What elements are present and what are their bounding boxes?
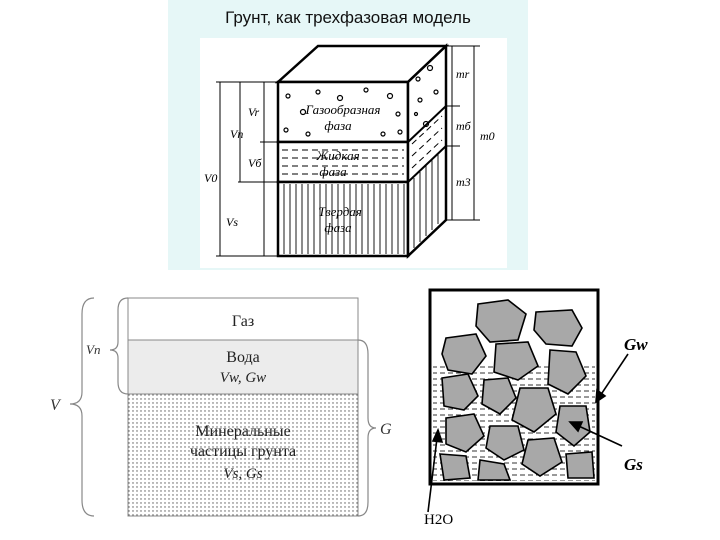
h2o-arrow: [427, 429, 439, 513]
g-label: G: [380, 421, 392, 438]
v-label: V: [50, 397, 62, 414]
g-brace: [357, 339, 377, 517]
h2o-arrowhead: [431, 427, 444, 443]
v-brace: [69, 297, 95, 517]
label-vb: Vб: [248, 156, 262, 170]
particle: [445, 413, 485, 453]
side-divider-gas-liquid: [407, 105, 447, 143]
label-mr: mr: [456, 67, 470, 81]
mineral-block: [127, 393, 359, 517]
label-mb: mб: [456, 119, 472, 133]
solid-hatching: [283, 154, 439, 254]
liquid-phase-label-1: Жидкая: [315, 148, 359, 163]
water-block: [127, 339, 359, 395]
particle: [565, 451, 595, 479]
phase-block-diagram: Газ Вода Vw, Gw Минеральные частицы грун…: [50, 297, 392, 517]
solid-phase-label-1: Твердая: [318, 204, 362, 219]
mineral-particles: [439, 299, 595, 481]
label-ms: m3: [456, 175, 471, 189]
particle: [511, 387, 557, 433]
label-vs: Vs: [226, 215, 238, 229]
left-dimension-lines: [216, 81, 278, 257]
label-vr: Vr: [248, 105, 259, 119]
label-vn: Vn: [230, 127, 243, 141]
gas-label: Газ: [232, 313, 254, 330]
mineral-label-2: частицы грунта: [190, 443, 296, 460]
h2o-label: H2O: [424, 512, 453, 528]
particle: [547, 349, 587, 395]
particle: [475, 299, 527, 343]
particle: [477, 459, 512, 481]
particle: [521, 437, 563, 477]
solid-phase-label-2: фаза: [324, 220, 352, 235]
gas-block: [127, 297, 359, 341]
right-dimension-lines: [446, 45, 480, 221]
particle: [493, 341, 539, 381]
figure-title: Грунт, как трехфазовая модель: [225, 8, 471, 27]
label-v0: V0: [204, 171, 217, 185]
water-sub-label: Vw, Gw: [220, 370, 266, 386]
particle: [439, 453, 471, 481]
gas-phase-label-2: фаза: [324, 118, 352, 133]
gw-arrowhead: [595, 388, 607, 404]
vn-label: Vn: [86, 342, 100, 357]
liquid-dashes: [282, 115, 443, 175]
particle: [481, 377, 517, 415]
mineral-label-1: Минеральные: [195, 423, 290, 440]
gw-label: Gw: [624, 335, 648, 354]
three-phase-cube: Газообразная фаза Жидкая фаза Твердая фа…: [200, 38, 507, 268]
gas-bubbles: [283, 64, 439, 137]
liquid-phase-label-2: фаза: [319, 164, 347, 179]
particle: [533, 309, 583, 347]
gas-phase-label-1: Газообразная: [305, 102, 381, 117]
particle: [441, 373, 479, 411]
soil-particles-diagram: Gw Gs H2O: [424, 288, 648, 528]
side-divider-liquid-solid: [407, 145, 447, 183]
mineral-sub-label: Vs, Gs: [223, 466, 262, 482]
particle: [485, 425, 525, 461]
solid-layer-front: [276, 180, 410, 258]
water-label: Вода: [226, 349, 259, 366]
particle: [441, 333, 487, 375]
vn-brace: [109, 297, 129, 395]
label-m0: m0: [480, 129, 495, 143]
callout-arrows: [427, 353, 629, 513]
gs-arrowhead: [568, 421, 584, 433]
gs-label: Gs: [624, 455, 643, 474]
